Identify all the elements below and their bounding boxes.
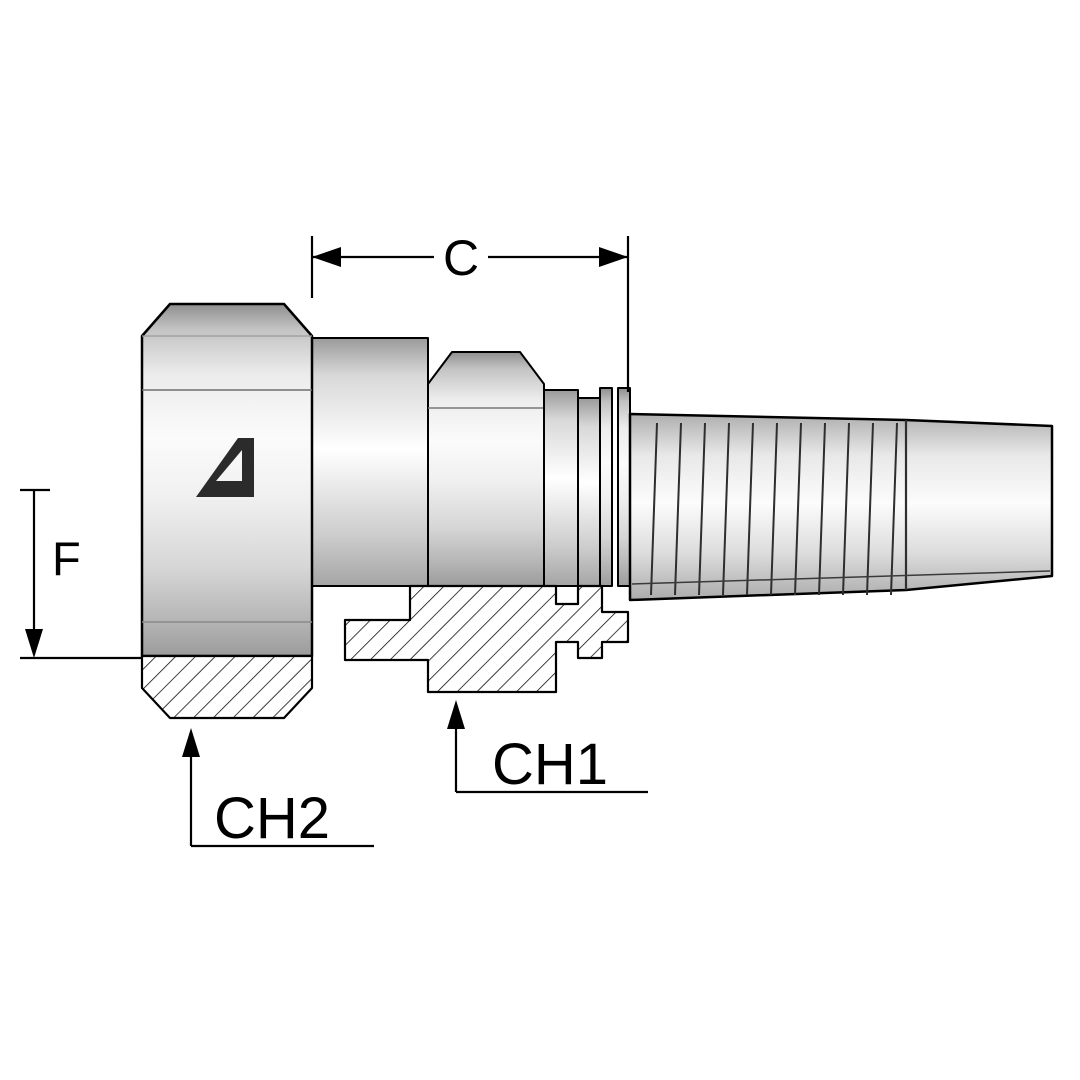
- dimension-f: F: [20, 488, 141, 660]
- dim-c-arrow-right: [599, 247, 628, 267]
- small-hex: [427, 351, 545, 587]
- retaining-ring-1: [599, 387, 613, 587]
- nut-cross-section: [140, 654, 314, 720]
- dim-ch2-label: CH2: [214, 786, 330, 851]
- dim-f-arrow-down: [25, 629, 43, 658]
- manufacturer-logo-icon: [196, 438, 254, 497]
- dimension-c: C: [310, 230, 630, 392]
- swivel-nut: [140, 302, 314, 658]
- hose-tail-bore-line: [631, 570, 1051, 585]
- hose-tail-serrations: [650, 420, 908, 596]
- dim-f-label: F: [52, 532, 81, 585]
- retaining-ring-2: [617, 387, 631, 587]
- neck-step-1: [543, 389, 579, 587]
- hose-tail: [628, 412, 1054, 602]
- neck-step-2: [577, 397, 601, 587]
- dim-c-label: C: [443, 230, 479, 286]
- dim-ch2-arrow-up: [182, 728, 200, 757]
- fitting-illustration: [140, 302, 1054, 720]
- dimension-ch2: CH2: [182, 728, 374, 851]
- dim-ch1-arrow-up: [447, 700, 465, 729]
- dimension-ch1: CH1: [447, 700, 648, 797]
- collar-body: [311, 337, 429, 587]
- dim-ch1-label: CH1: [492, 732, 608, 797]
- dim-c-arrow-left: [312, 247, 341, 267]
- body-cross-section: [343, 584, 630, 694]
